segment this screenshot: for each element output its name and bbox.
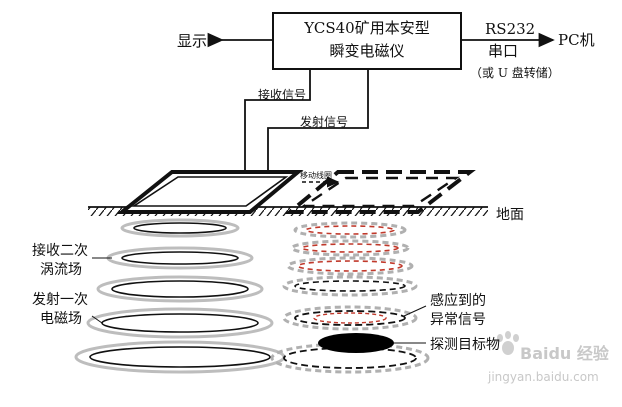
- display-label: 显示: [177, 32, 208, 50]
- watermark-url: jingyan.baidu.com: [488, 370, 599, 384]
- baidu-paw-icon: [497, 331, 519, 355]
- instrument-box: [272, 12, 462, 70]
- usb-note: （或 U 盘转储）: [470, 66, 560, 80]
- transmit-wire: [267, 69, 369, 172]
- primary-leader: [91, 315, 103, 324]
- moved-coil-inner: [300, 176, 460, 208]
- left-field-rings: [74, 218, 286, 374]
- ground-label: 地面: [496, 207, 524, 223]
- target-label: 探测目标物: [430, 337, 500, 353]
- rs232-label: RS232: [485, 20, 536, 38]
- transmit-signal-label: 发射信号: [300, 115, 349, 129]
- watermark-brand: Baidu 经验: [520, 344, 609, 363]
- anomaly-label-1: 感应到的: [430, 293, 486, 309]
- moving-coil-label: 移动线圈: [300, 171, 332, 180]
- receive-signal-label: 接收信号: [258, 88, 307, 102]
- receive-wire: [244, 69, 311, 172]
- instrument-subtitle: 瞬变电磁仪: [329, 42, 405, 60]
- anomaly-label-2: 异常信号: [430, 312, 486, 328]
- anomaly-leader: [403, 305, 427, 317]
- serial-port-label: 串口: [488, 42, 519, 60]
- primary-field-label-2: 电磁场: [40, 311, 82, 327]
- transmit-coil-inner: [131, 176, 289, 207]
- target-body: [318, 333, 394, 353]
- secondary-field-label-2: 涡流场: [40, 262, 82, 278]
- primary-field-label-1: 发射一次: [32, 292, 88, 308]
- pc-label: PC机: [558, 31, 595, 49]
- secondary-field-label-1: 接收二次: [32, 243, 88, 259]
- instrument-title: YCS40矿用本安型: [304, 19, 430, 37]
- moved-coil-outer: [284, 170, 476, 214]
